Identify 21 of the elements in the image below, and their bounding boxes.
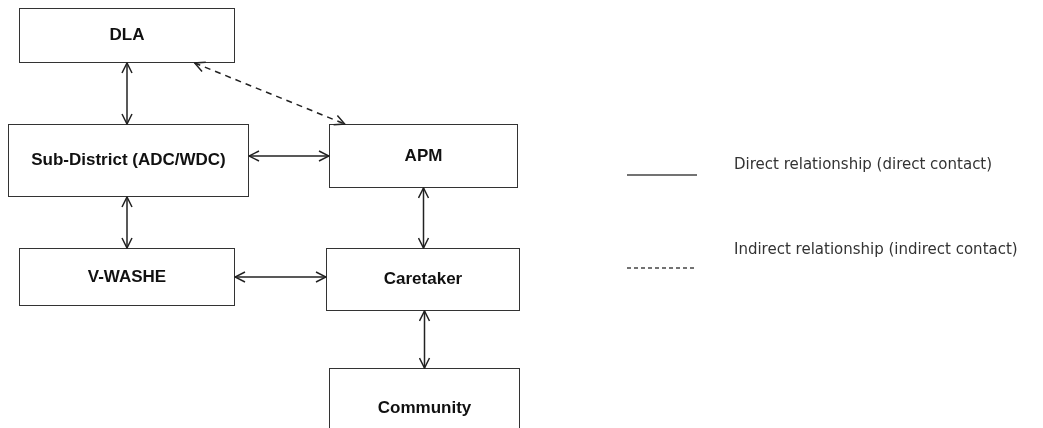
legend-text: Indirect relationship (indirect contact) [734, 240, 1019, 260]
node-label: Community [377, 398, 472, 418]
node-label: V-WASHE [87, 267, 167, 287]
arrow [234, 271, 327, 283]
node-label: APM [404, 146, 443, 166]
process-box [329, 368, 520, 428]
node-label: DLA [109, 26, 145, 45]
arrow [121, 196, 133, 249]
dashed-arrow [193, 61, 346, 126]
arrow [248, 150, 330, 162]
process-box [329, 124, 518, 188]
arrow [418, 310, 431, 369]
process-box [326, 248, 520, 311]
legend-text: Direct relationship (direct contact) [734, 155, 994, 175]
arrow [121, 62, 133, 125]
arrow [417, 187, 430, 249]
node-label: Caretaker [383, 270, 463, 289]
process-box [19, 248, 235, 306]
node-label: Sub-District (ADC/WDC) [31, 151, 226, 170]
process-box [19, 8, 235, 63]
process-box [8, 124, 249, 197]
